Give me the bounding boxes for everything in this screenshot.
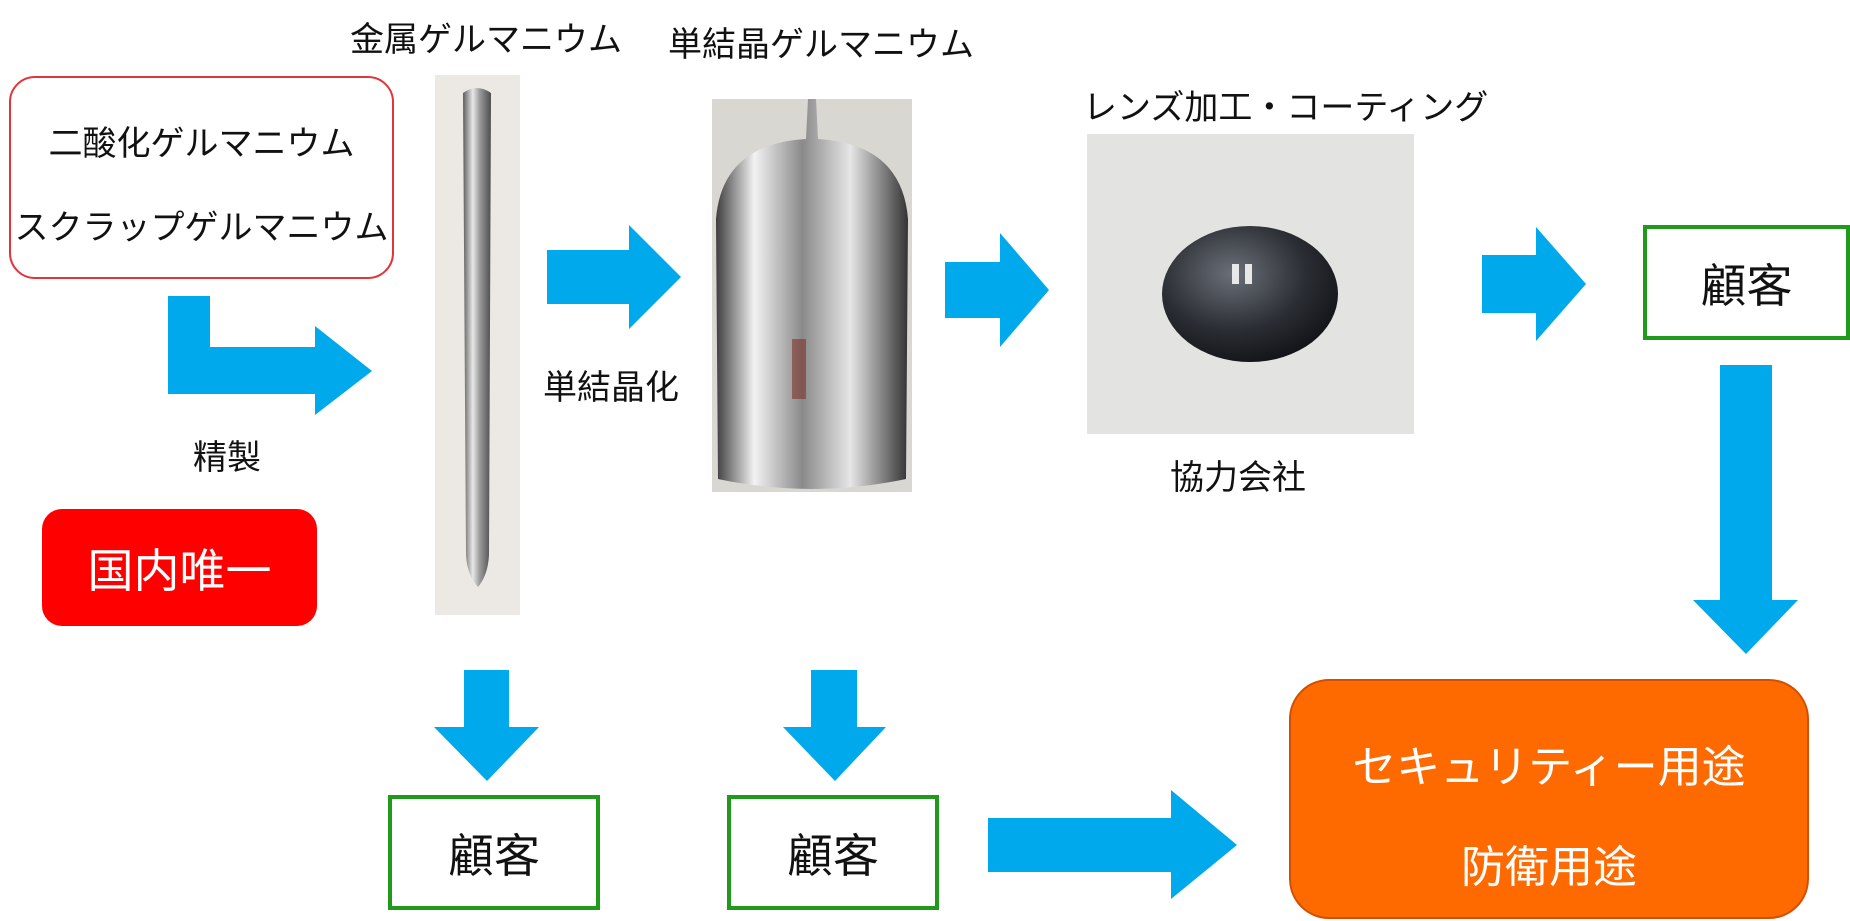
metal-germanium-label: 金属ゲルマニウム (350, 20, 622, 60)
refining-label: 精製 (193, 438, 261, 478)
metal-germanium-ingot-image (463, 88, 491, 587)
partner-company-label: 協力会社 (1170, 458, 1306, 498)
source-materials-box: 二酸化ゲルマニウム スクラップゲルマニウム (9, 76, 394, 279)
customer-box-bottom-left: 顧客 (388, 795, 600, 910)
domestic-only-badge: 国内唯一 (42, 509, 317, 626)
single-crystal-germanium-label: 単結晶ゲルマニウム (668, 25, 974, 65)
customers-to-usage-arrow (988, 790, 1237, 899)
customer-to-usage-arrow (1693, 365, 1798, 654)
scrap-germanium-label: スクラップゲルマニウム (14, 208, 389, 248)
germanium-dioxide-label: 二酸化ゲルマニウム (48, 124, 355, 164)
lens-photo (1087, 134, 1414, 434)
metal-to-customer-arrow (434, 670, 539, 781)
refining-arrow (168, 296, 372, 415)
crystallization-arrow (547, 225, 681, 329)
usage-box: セキュリティー用途 防衛用途 (1289, 679, 1809, 919)
germanium-lens-image (1162, 226, 1338, 362)
single-crystal-ingot-image (716, 99, 908, 489)
customer-box-right: 顧客 (1643, 225, 1850, 340)
single-crystallization-label: 単結晶化 (543, 368, 679, 408)
to-customer-arrow (1482, 227, 1586, 341)
security-usage-label: セキュリティー用途 (1352, 742, 1746, 793)
metal-germanium-photo (435, 75, 520, 615)
lens-processing-label: レンズ加工・コーティング (1083, 88, 1489, 128)
crystal-to-customer-arrow (783, 670, 886, 781)
customer-box-bottom-middle: 顧客 (727, 795, 939, 910)
single-crystal-germanium-photo (712, 99, 912, 492)
defense-usage-label: 防衛用途 (1461, 842, 1637, 893)
lens-processing-arrow (945, 233, 1049, 347)
